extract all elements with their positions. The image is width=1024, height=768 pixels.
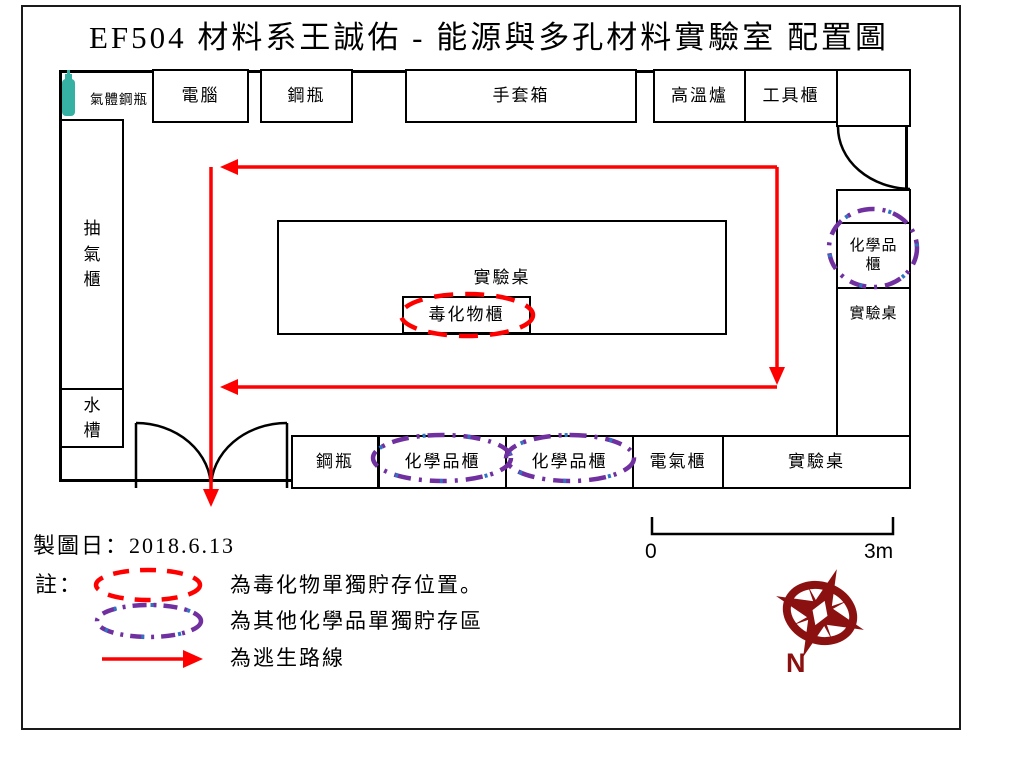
equipment-label: 高溫爐	[671, 86, 728, 106]
legend-item-toxic-text: 為毒化物單獨貯存位置。	[230, 573, 483, 597]
equipment-box-sink: 水槽	[60, 388, 124, 448]
page-border	[21, 5, 961, 730]
equipment-box-gas-bottle-top: 鋼瓶	[260, 69, 353, 123]
equipment-label: 水槽	[83, 395, 101, 441]
equipment-label: 電氣櫃	[649, 452, 707, 472]
equipment-box-tool-cabinet: 工具櫃	[744, 69, 838, 123]
equipment-box-furnace: 高溫爐	[653, 69, 746, 123]
equipment-label: 化學品櫃	[404, 452, 481, 472]
compass-north-label: N	[786, 648, 806, 678]
equipment-box-computer: 電腦	[152, 69, 249, 123]
legend-item-escape-text: 為逃生路線	[230, 646, 345, 670]
equipment-box-chemical-cabinet-2: 化學品櫃	[505, 435, 634, 489]
equipment-box-gas-bottle-bottom: 鋼瓶	[291, 435, 379, 489]
equipment-label: 手套箱	[492, 86, 550, 106]
legend-note-label: 註：	[35, 572, 84, 597]
equipment-label: 實驗桌	[788, 452, 845, 472]
equipment-box-glove-box: 手套箱	[405, 69, 637, 123]
scale-bar-start-label: 0	[645, 540, 657, 563]
equipment-label: 化學品櫃	[849, 237, 898, 273]
equipment-box-fume-hood: 抽氣櫃	[60, 119, 124, 390]
equipment-label: 化學品櫃	[531, 452, 608, 472]
equipment-label: 鋼瓶	[316, 452, 354, 472]
corner-box-unlabeled	[836, 69, 911, 127]
equipment-box-bench-bottom: 實驗桌	[722, 435, 911, 489]
equipment-box-toxic-cabinet: 毒化物櫃	[402, 296, 531, 334]
equipment-label: 電腦	[181, 86, 220, 106]
equipment-box-bench-right: 實驗桌	[836, 287, 911, 437]
page-title: EF504 材料系王誠佑 - 能源與多孔材料實驗室 配置圖	[89, 20, 889, 55]
equipment-box-center-bench: 實驗桌 毒化物櫃	[277, 220, 727, 335]
equipment-box-chemical-cabinet-1: 化學品櫃	[378, 435, 507, 489]
equipment-label: 工具櫃	[762, 86, 820, 106]
equipment-box-electrical-cabinet: 電氣櫃	[632, 435, 724, 489]
right-column-small-box	[836, 189, 911, 224]
legend-item-chemical-text: 為其他化學品單獨貯存區	[230, 609, 483, 633]
drawing-date: 製圖日：2018.6.13	[33, 533, 236, 558]
equipment-label: 抽氣櫃	[83, 219, 101, 290]
equipment-box-chemical-cabinet-right: 化學品櫃	[836, 222, 911, 289]
equipment-label: 鋼瓶	[287, 86, 326, 106]
gas-cylinder-label: 氣體鋼瓶	[90, 92, 148, 107]
scale-bar-end-label: 3m	[864, 540, 894, 563]
equipment-label: 毒化物櫃	[428, 305, 505, 325]
equipment-label: 實驗桌	[849, 306, 898, 322]
equipment-label: 實驗桌	[473, 267, 531, 287]
